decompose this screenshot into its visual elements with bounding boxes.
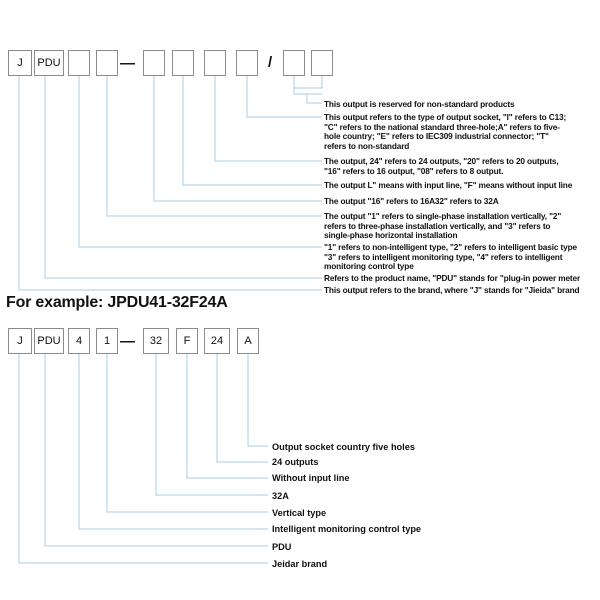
wire-output-count — [214, 76, 322, 162]
example-description-intelligence: Intelligent monitoring control type — [272, 524, 422, 534]
example-code-box[interactable]: A — [237, 328, 259, 354]
example-code-box[interactable]: 32 — [143, 328, 169, 354]
dash-separator: — — [120, 55, 135, 72]
wire-ex-orientation — [106, 354, 268, 513]
code-box[interactable] — [68, 50, 90, 76]
example-code-box[interactable]: 24 — [204, 328, 230, 354]
description-product-name: Refers to the product name, "PDU" stands… — [324, 273, 581, 283]
example-code-box[interactable]: PDU — [34, 328, 64, 354]
example-description-product: PDU — [272, 542, 292, 552]
wire-ex-brand — [18, 354, 268, 564]
wire-non-standard-join — [306, 94, 322, 104]
description-installation: The output "1" refers to single-phase in… — [324, 211, 562, 241]
code-box[interactable] — [96, 50, 118, 76]
example-description-input-line: Without input line — [272, 473, 350, 483]
code-box[interactable] — [172, 50, 194, 76]
description-non-standard: This output is reserved for non-standard… — [324, 99, 515, 109]
wire-brand — [18, 76, 322, 291]
example-code-box[interactable]: 1 — [96, 328, 118, 354]
example-code-box[interactable]: F — [176, 328, 198, 354]
wire-ex-current — [155, 354, 268, 496]
example-description-socket: Output socket country five holes — [272, 442, 415, 452]
wire-current-rating — [153, 76, 322, 202]
wire-ex-product — [44, 354, 268, 547]
example-code-box[interactable]: J — [8, 328, 32, 354]
wire-ex-socket — [247, 354, 268, 447]
wire-socket-type — [246, 76, 322, 118]
wire-ex-outputs — [216, 354, 268, 463]
code-box[interactable] — [311, 50, 333, 76]
code-box[interactable] — [236, 50, 258, 76]
wire-non-standard-b — [294, 76, 323, 89]
wire-input-line — [182, 76, 322, 186]
code-box[interactable]: PDU — [34, 50, 64, 76]
example-description-orientation: Vertical type — [272, 508, 327, 518]
wire-non-standard-a — [293, 76, 322, 95]
example-description-outputs: 24 outputs — [272, 457, 319, 467]
example-code-box[interactable]: 4 — [68, 328, 90, 354]
example-dash-separator: — — [120, 333, 135, 350]
example-heading: For example: JPDU41-32F24A — [6, 294, 228, 311]
wire-installation — [106, 76, 322, 217]
description-input-line: The output L" means with input line, "F"… — [324, 180, 573, 190]
slash-separator: / — [268, 54, 273, 71]
wire-ex-input-line — [186, 354, 268, 479]
code-box[interactable]: J — [8, 50, 32, 76]
description-current-rating: The output "16" refers to 16A32" refers … — [324, 196, 499, 206]
description-socket-type: This output refers to the type of output… — [324, 112, 567, 151]
code-box[interactable] — [143, 50, 165, 76]
description-intelligence-type: "1" refers to non-intelligent type, "2" … — [324, 242, 577, 272]
example-description-current: 32A — [272, 491, 289, 501]
code-box[interactable] — [204, 50, 226, 76]
example-description-brand: Jeidar brand — [272, 559, 328, 569]
code-box[interactable] — [283, 50, 305, 76]
wire-ex-intelligence — [78, 354, 268, 530]
wire-product-name — [44, 76, 322, 279]
description-brand: This output refers to the brand, where "… — [324, 285, 580, 295]
wire-intelligence-type — [78, 76, 322, 248]
description-output-count: The output, 24" refers to 24 outputs, "2… — [324, 156, 559, 176]
